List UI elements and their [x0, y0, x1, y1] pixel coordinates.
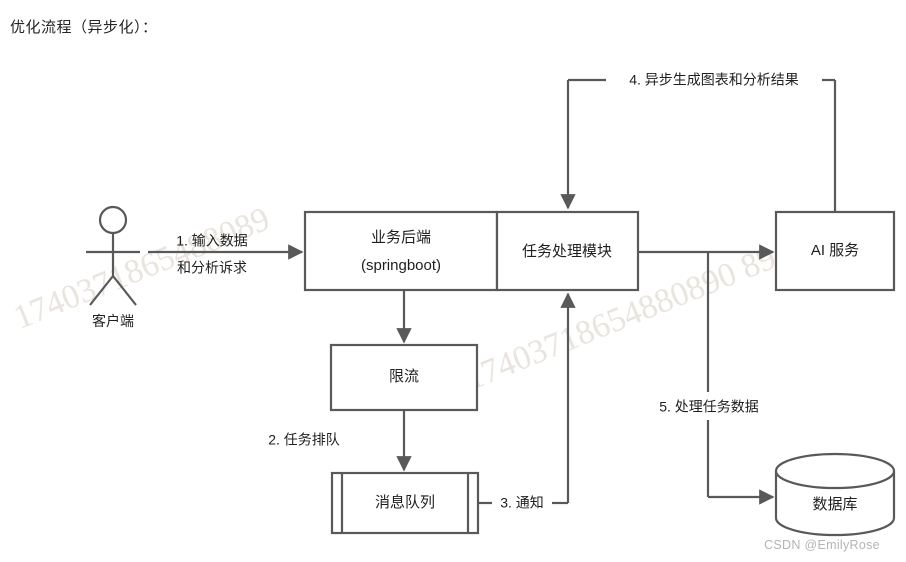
watermark-credit: CSDN @EmilyRose [764, 538, 880, 552]
edge-process-task-data [706, 252, 775, 505]
actor-client-label: 客户端 [92, 313, 134, 329]
node-task-module[interactable] [495, 210, 640, 292]
node-ai-service[interactable] [774, 210, 896, 292]
edge-async-result [560, 78, 837, 212]
actor-client-figure [86, 205, 140, 306]
node-database[interactable] [774, 452, 896, 537]
node-business-backend[interactable] [303, 210, 499, 292]
node-rate-limit[interactable] [329, 343, 479, 412]
edge-notify [478, 292, 576, 505]
page-title: 优化流程（异步化）： [10, 19, 158, 36]
node-message-queue[interactable] [330, 471, 480, 535]
